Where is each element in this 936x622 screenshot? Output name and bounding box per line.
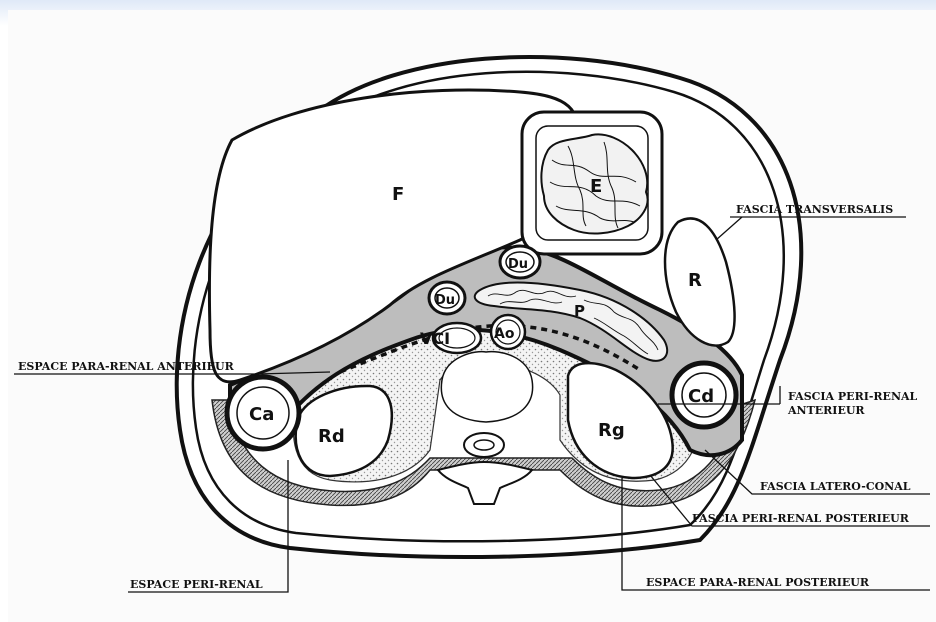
- label-liver: F: [392, 184, 404, 205]
- vertebral-body: [441, 352, 532, 422]
- label-vci: VCI: [420, 329, 450, 348]
- label-duodenum-top: Du: [508, 257, 528, 272]
- label-duodenum-left: Du: [435, 293, 455, 308]
- label-fascia-peri-renal-posterieur: FASCIA PERI-RENAL POSTERIEUR: [692, 512, 910, 525]
- label-spleen: R: [688, 270, 702, 291]
- label-fascia-latero-conal: FASCIA LATERO-CONAL: [760, 480, 911, 493]
- label-right-kidney: Rd: [318, 426, 345, 447]
- spinal-cord: [474, 440, 494, 450]
- label-left-kidney: Rg: [598, 420, 625, 441]
- label-fascia-peri-renal-anterieur-2: ANTERIEUR: [787, 404, 865, 417]
- label-ascending-colon: Ca: [249, 404, 274, 425]
- label-stomach: E: [590, 176, 602, 197]
- label-fascia-transversalis: FASCIA TRANSVERSALIS: [736, 203, 893, 216]
- label-espace-para-renal-anterieur: ESPACE PARA-RENAL ANTERIEUR: [18, 360, 235, 373]
- label-fascia-peri-renal-anterieur-1: FASCIA PERI-RENAL: [788, 390, 918, 403]
- label-espace-para-renal-posterieur: ESPACE PARA-RENAL POSTERIEUR: [646, 576, 870, 589]
- label-pancreas: P: [574, 302, 585, 320]
- label-espace-peri-renal: ESPACE PERI-RENAL: [130, 578, 263, 591]
- label-aorta: Ao: [494, 326, 515, 342]
